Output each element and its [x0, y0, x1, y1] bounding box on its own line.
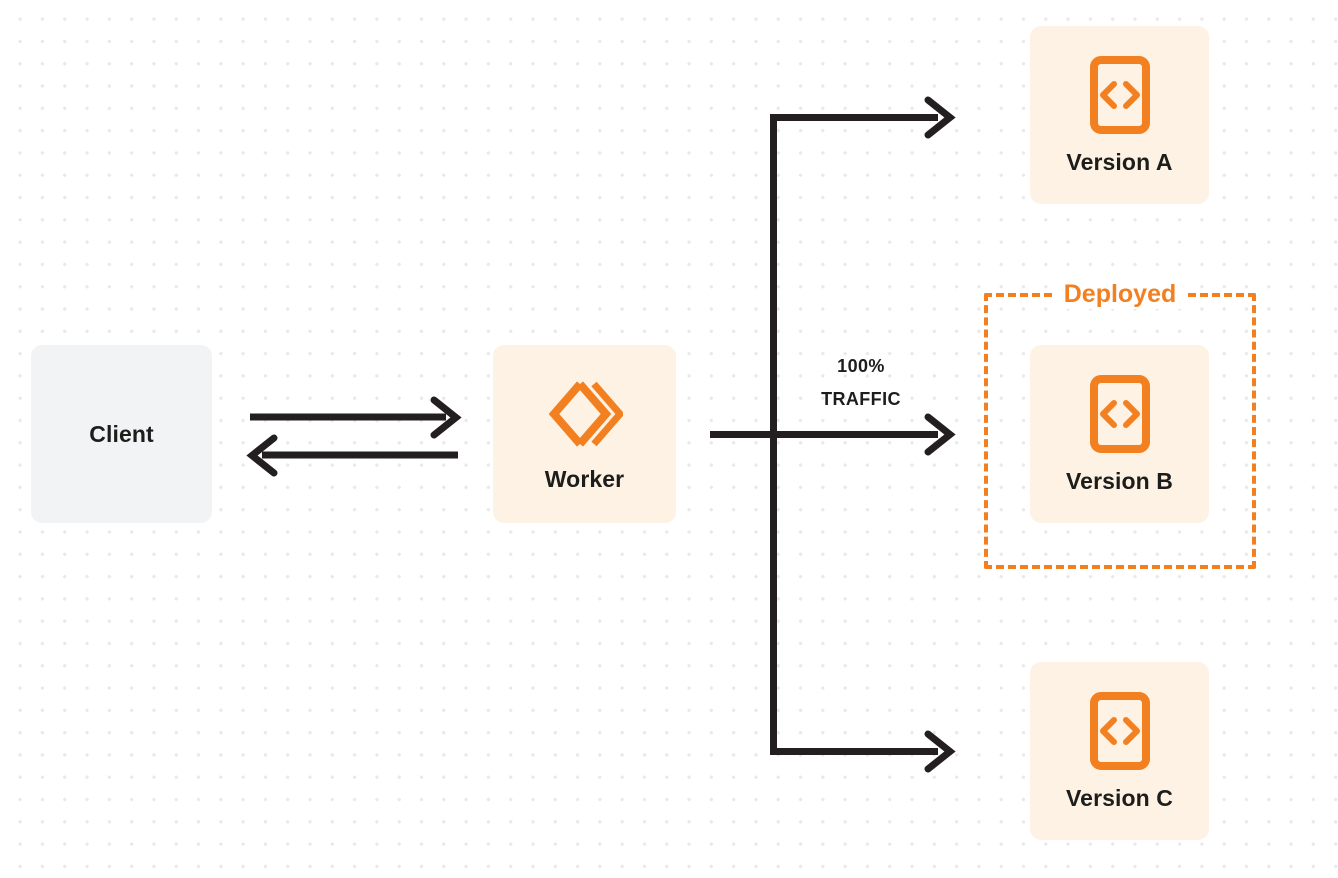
deployed-group: Deployed	[984, 279, 1256, 569]
traffic-label: 100% TRAFFIC	[794, 350, 928, 416]
deployed-group-label: Deployed	[1054, 279, 1186, 309]
node-worker-label: Worker	[544, 465, 625, 492]
node-worker[interactable]: Worker	[493, 345, 676, 523]
traffic-percent: 100%	[837, 356, 885, 376]
node-version-b-label: Version B	[1066, 467, 1173, 494]
node-client-label: Client	[89, 420, 154, 447]
traffic-word: TRAFFIC	[821, 389, 901, 409]
node-version-a-label: Version A	[1066, 148, 1173, 175]
edge-worker-to-version-b	[710, 413, 956, 456]
edge-trunk-to-version-a	[770, 96, 956, 139]
cloudflare-workers-icon	[547, 376, 623, 452]
edge-worker-to-client	[246, 434, 458, 477]
code-file-icon	[1089, 55, 1151, 135]
node-version-c[interactable]: Version C	[1030, 662, 1209, 840]
node-version-b[interactable]: Version B	[1030, 345, 1209, 523]
code-file-icon	[1089, 691, 1151, 771]
node-version-c-label: Version C	[1066, 784, 1173, 811]
code-file-icon	[1089, 374, 1151, 454]
edge-client-to-worker	[250, 396, 462, 439]
node-version-a[interactable]: Version A	[1030, 26, 1209, 204]
edge-trunk-to-version-c	[770, 730, 956, 773]
node-client[interactable]: Client	[31, 345, 212, 523]
